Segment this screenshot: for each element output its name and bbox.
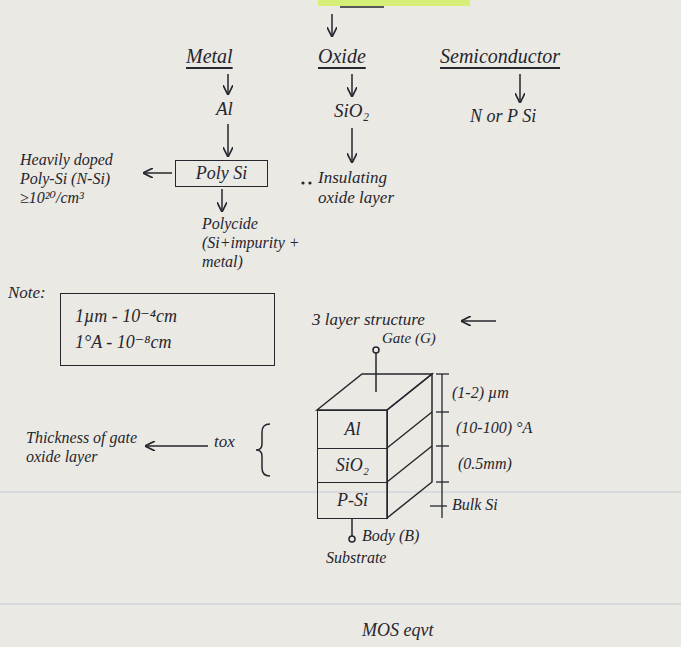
left-arrow [146, 445, 208, 447]
node-text: SiO₂ [336, 455, 369, 477]
note-line: 1µm - 10⁻⁴cm [75, 306, 260, 328]
therefore-dot [301, 181, 304, 184]
note-label: Insulating oxide layer [318, 168, 416, 209]
dimension-tick [436, 445, 449, 446]
note-label: Bulk Si [452, 495, 498, 514]
mos-block [317, 347, 432, 542]
note-label: Substrate [326, 548, 386, 567]
down-arrow [221, 189, 223, 211]
note-frame: 1µm - 10⁻⁴cm 1°A - 10⁻⁸cm [60, 293, 275, 366]
underline [340, 6, 384, 8]
down-arrow [331, 14, 333, 36]
left-arrow [144, 172, 172, 174]
note-label: Al [216, 98, 233, 121]
note-label: SiO₂ [334, 100, 369, 123]
body-lead [351, 518, 353, 536]
note-label: (1-2) µm [452, 383, 509, 402]
dimension-tick [436, 373, 449, 374]
left-arrow [462, 320, 496, 322]
note-label: Thickness of gate oxide layer [26, 428, 138, 466]
node-text: Poly Si [196, 163, 248, 185]
node-text: Al [345, 419, 361, 441]
arrows [144, 14, 520, 446]
down-arrow [227, 74, 229, 94]
note-label: Polycide (Si+impurity + metal) [202, 214, 330, 272]
note-heading: Note: [8, 283, 46, 303]
node-text: P-Si [337, 490, 368, 512]
down-arrow [351, 74, 353, 96]
material-box: Poly Si [175, 160, 268, 187]
down-arrow [519, 74, 521, 102]
note-label: (0.5mm) [458, 454, 512, 473]
gate-lead [375, 353, 377, 392]
note-label: Semiconductor [440, 44, 560, 68]
dimension-tick [436, 411, 449, 412]
down-arrow [227, 124, 229, 156]
note-label: Body (B) [362, 526, 419, 545]
note-line: 1°A - 10⁻⁸cm [75, 332, 260, 354]
note-label: Oxide [318, 44, 366, 68]
dimension-tick [436, 481, 449, 482]
highlight-bar [318, 0, 470, 6]
layer-edge [387, 446, 432, 482]
block-side-face [387, 374, 432, 518]
gate-terminal [373, 347, 379, 353]
layer-box: Al [317, 410, 388, 449]
block-top-face [317, 374, 432, 410]
note-label: Metal [186, 44, 233, 68]
note-label: Heavily doped Poly-Si (N-Si) ≥10²⁰/cm³ [20, 150, 140, 208]
leader-line [430, 505, 447, 506]
curly-brace [256, 424, 270, 476]
down-arrow [351, 128, 353, 162]
note-label: (10-100) °A [456, 418, 532, 437]
layer-box: P-Si [317, 482, 388, 519]
body-terminal [349, 536, 355, 542]
note-label: tox [214, 432, 235, 452]
note-label: Gate (G) [382, 329, 436, 347]
dimension-lines [430, 374, 449, 518]
note-label: N or P Si [470, 106, 536, 128]
layer-box: SiO₂ [317, 448, 388, 483]
note-label: MOS eqvt [362, 620, 433, 642]
note-label: 3 layer structure [312, 310, 425, 330]
therefore-dot [308, 181, 311, 184]
ruled-line [0, 604, 681, 605]
layer-edge [387, 412, 432, 448]
